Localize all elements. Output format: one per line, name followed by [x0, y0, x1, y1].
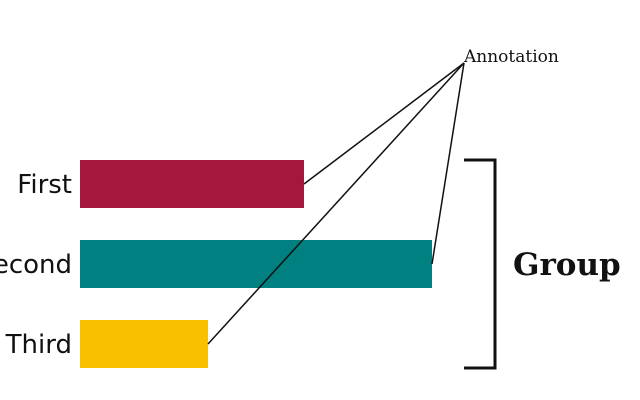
annotation-connector-second	[431, 62, 465, 265]
bar-second	[80, 240, 432, 288]
bars-layer	[80, 160, 432, 368]
annotation-group: Annotation	[207, 47, 559, 345]
group-label: Group	[513, 247, 621, 283]
annotation-connector-first	[303, 62, 465, 185]
annotation-connector-third	[207, 62, 465, 345]
bracket-line	[464, 158, 497, 370]
category-label-first: First	[17, 170, 72, 200]
category-label-second: Second	[0, 250, 72, 280]
category-label-third: Third	[5, 330, 72, 360]
bar-third	[80, 320, 208, 368]
annotation-label: Annotation	[463, 47, 559, 67]
bar-first	[80, 160, 304, 208]
category-labels: FirstSecondThird	[0, 170, 72, 360]
group-bracket: Group	[464, 158, 621, 370]
